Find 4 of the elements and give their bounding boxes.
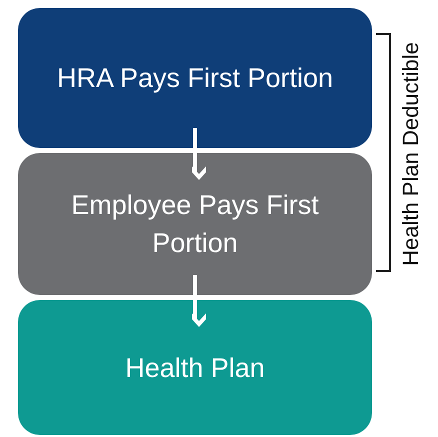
process-box: Health Plan xyxy=(18,300,372,435)
process-box: Employee Pays First Portion xyxy=(18,153,372,295)
bracket-label: Health Plan Deductible xyxy=(398,42,424,266)
process-box: HRA Pays First Portion xyxy=(18,8,372,148)
